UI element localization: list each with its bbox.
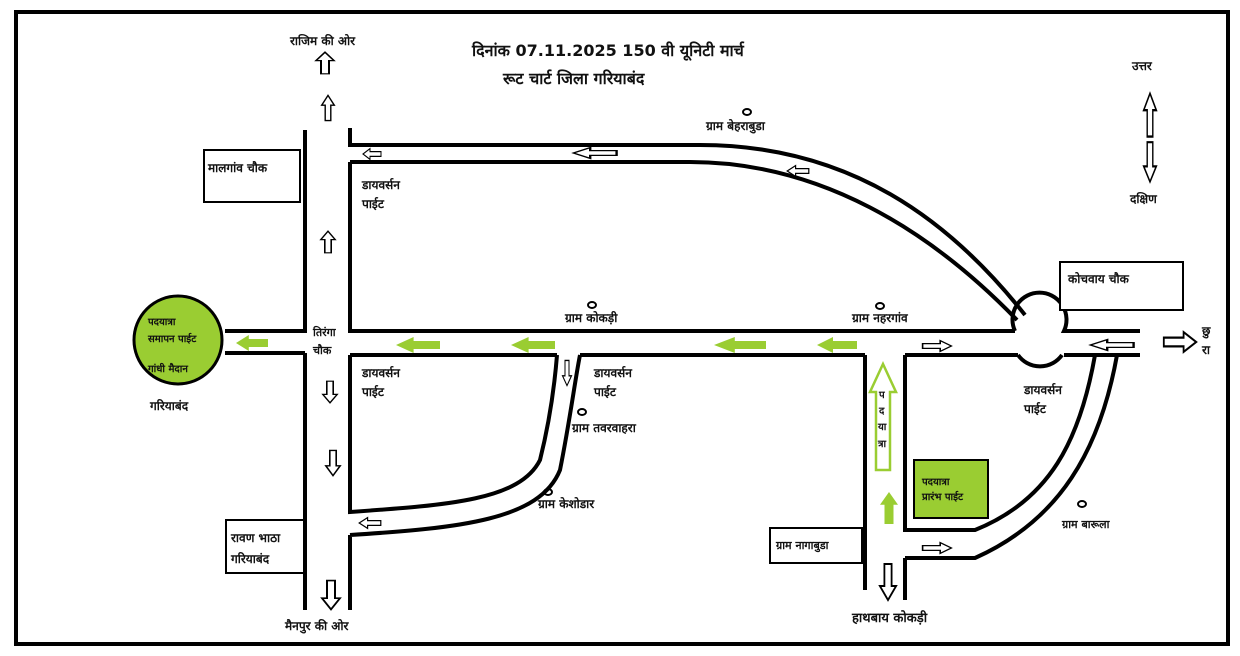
arrow-down-icon xyxy=(324,449,342,477)
diversion-label: पाईट xyxy=(361,385,385,399)
roads xyxy=(225,128,1140,610)
diversion-label: पाईट xyxy=(361,197,385,211)
green-arrow-left-icon xyxy=(511,337,555,353)
village-tavarbahra: ग्राम तवरवाहरा xyxy=(571,421,637,435)
arrow-right-icon xyxy=(921,339,953,353)
end-point-line2: समापन पाईट xyxy=(147,332,197,345)
north-arrow-icon xyxy=(1142,92,1158,138)
green-arrow-left-icon xyxy=(817,337,857,353)
village-dot-icon xyxy=(742,108,752,116)
ravan-gariyaband-label: गरियाबंद xyxy=(230,552,270,566)
diversion-label: डायवर्सन xyxy=(1023,383,1063,397)
village-dot-icon xyxy=(543,488,553,496)
ravan-bhatha-box xyxy=(225,519,305,574)
village-nahargaon: ग्राम नहरगांव xyxy=(851,311,909,325)
village-dot-icon xyxy=(587,301,597,309)
title-line1: दिनांक 07.11.2025 150 वी यूनिटी मार्च xyxy=(471,41,745,61)
south-arrow-icon xyxy=(1142,141,1158,183)
diversion-label: डायवर्सन xyxy=(593,366,633,380)
end-point-circle xyxy=(132,294,224,386)
padyatra-route-arrows: प द या त्रा xyxy=(236,335,898,524)
start-point-line1: पदयात्रा xyxy=(921,477,950,488)
end-point-line1: पदयात्रा xyxy=(147,317,176,328)
start-point-line2: प्रारंभ पाईट xyxy=(921,490,964,503)
hathbay-direction-label: हाथबाय कोकड़ी xyxy=(851,610,928,626)
start-point-box xyxy=(913,459,989,519)
tiranga-label-1: तिरंगा xyxy=(312,325,337,339)
padyatra-arrow-text: त्रा xyxy=(877,439,887,450)
gariyaband-label: गरियाबंद xyxy=(149,399,189,413)
diversion-label: पाईट xyxy=(593,385,617,399)
arrow-left-icon xyxy=(572,146,618,160)
diversion-label: पाईट xyxy=(1023,402,1047,416)
village-behrabuda: ग्राम बेहराबुडा xyxy=(705,119,766,134)
arrow-up-icon xyxy=(319,230,337,254)
padyatra-arrow-text: प xyxy=(878,390,886,401)
malgaon-chowk-box xyxy=(203,149,301,203)
arrow-left-icon xyxy=(358,516,382,530)
village-markers: ग्राम बेहराबुडा ग्राम कोकड़ी ग्राम नहरगा… xyxy=(537,108,1111,531)
diversion-label: डायवर्सन xyxy=(361,366,401,380)
mainpur-direction-label: मैनपुर की ओर xyxy=(284,619,350,634)
green-arrow-left-icon xyxy=(236,335,268,351)
end-point-line3: गांधी मैदान xyxy=(147,362,188,375)
diversion-label: डायवर्सन xyxy=(361,178,401,192)
village-barula: ग्राम बारूला xyxy=(1061,518,1111,531)
village-dot-icon xyxy=(875,302,885,310)
arrow-left-icon xyxy=(362,148,382,160)
arrow-down-icon xyxy=(321,380,339,404)
padyatra-arrow-text: या xyxy=(877,422,887,433)
arrow-right-icon xyxy=(1162,331,1198,353)
padyatra-direction-arrow-icon xyxy=(868,361,898,472)
nagabuda-label: ग्राम नागाबुडा xyxy=(775,539,830,553)
rajim-direction-label: राजिम की ओर xyxy=(289,34,356,48)
arrow-down-icon xyxy=(561,359,573,387)
nagabuda-box xyxy=(769,527,863,564)
green-arrow-up-icon xyxy=(880,492,898,524)
tiranga-label-2: चौक xyxy=(312,343,332,357)
title-line2: रूट चार्ट जिला गरियाबंद xyxy=(502,69,645,88)
malgaon-label: मालगांव चौक xyxy=(207,161,268,175)
arrow-right-icon xyxy=(921,541,953,555)
kochvay-chowk-box xyxy=(1059,261,1184,311)
south-label: दक्षिण xyxy=(1129,192,1158,206)
chhura-label-1: छु xyxy=(1201,324,1211,339)
kochvay-label: कोचवाय चौक xyxy=(1067,272,1130,286)
village-dot-icon xyxy=(1077,500,1087,508)
village-dot-icon xyxy=(577,408,587,416)
frame-border xyxy=(14,10,1230,646)
arrow-up-icon xyxy=(321,94,335,122)
padyatra-arrow-text: द xyxy=(878,406,885,417)
green-arrow-left-icon xyxy=(396,337,440,353)
arrow-down-icon xyxy=(878,563,898,601)
arrow-up-icon xyxy=(315,51,335,75)
village-kokdi: ग्राम कोकड़ी xyxy=(564,311,618,325)
arrow-left-icon xyxy=(1089,338,1135,352)
village-keshodar: ग्राम केशोडार xyxy=(537,497,595,511)
diversion-labels: डायवर्सन पाईट डायवर्सन पाईट डायवर्सन पाई… xyxy=(361,178,1063,416)
ravan-bhatha-label: रावण भाठा xyxy=(230,531,281,545)
chhura-label-2: रा xyxy=(1201,343,1211,357)
north-label: उत्तर xyxy=(1131,59,1153,73)
green-arrow-left-icon xyxy=(714,337,766,353)
arrow-down-icon xyxy=(321,579,341,611)
